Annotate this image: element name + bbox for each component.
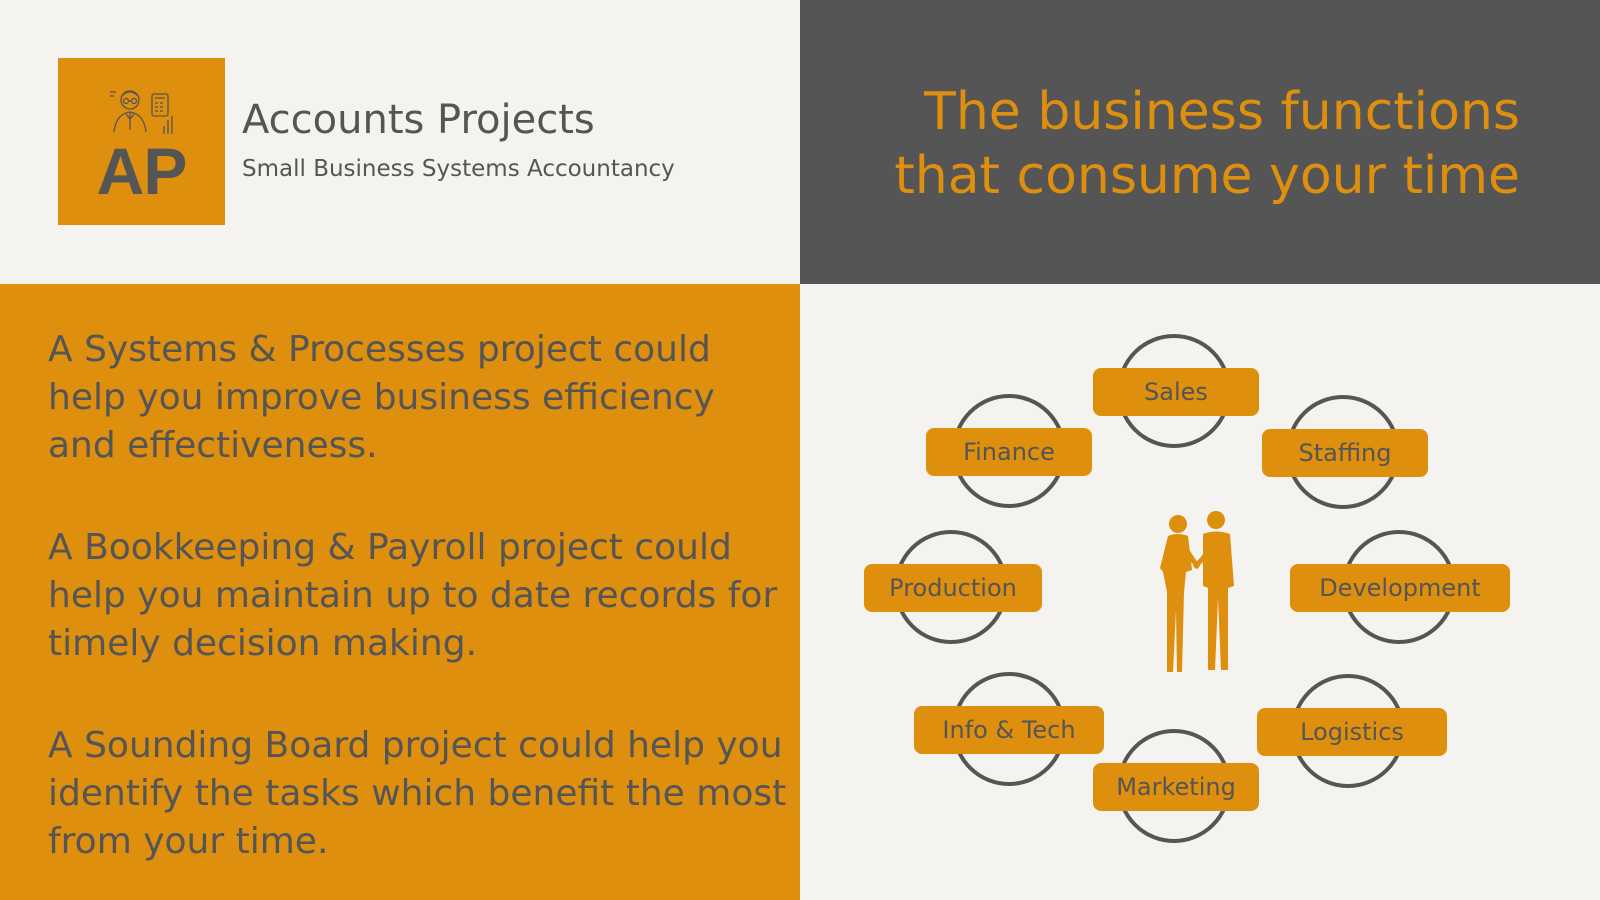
paragraph-sounding-board: A Sounding Board project could help you … — [48, 725, 787, 862]
label-marketing: Marketing — [1093, 763, 1259, 811]
logo: AP — [58, 58, 225, 225]
label-production: Production — [864, 564, 1042, 612]
label-info-tech: Info & Tech — [914, 706, 1104, 754]
label-logistics: Logistics — [1257, 708, 1447, 756]
headline: The business functions that consume your… — [840, 80, 1520, 208]
brand-panel: AP Accounts Projects Small Business Syst… — [0, 0, 800, 284]
label-finance: Finance — [926, 428, 1092, 476]
label-development: Development — [1290, 564, 1510, 612]
paragraph-systems: A Systems & Processes project could help… — [48, 329, 715, 466]
logo-letters: AP — [96, 134, 188, 208]
functions-diagram: Sales Finance Staffing Production Develo… — [800, 284, 1600, 900]
label-sales: Sales — [1093, 368, 1259, 416]
headline-line-1: The business functions — [924, 82, 1520, 142]
paragraph-bookkeeping: A Bookkeeping & Payroll project could he… — [48, 527, 778, 664]
business-people-icon — [1160, 511, 1234, 672]
brand-tagline: Small Business Systems Accountancy — [242, 156, 675, 182]
headline-line-2: that consume your time — [894, 146, 1520, 206]
headline-panel: The business functions that consume your… — [800, 0, 1600, 284]
accountant-icon — [110, 90, 173, 134]
label-staffing: Staffing — [1262, 429, 1428, 477]
brand-name: Accounts Projects — [242, 97, 595, 143]
text-panel: A Systems & Processes project could help… — [0, 284, 800, 900]
